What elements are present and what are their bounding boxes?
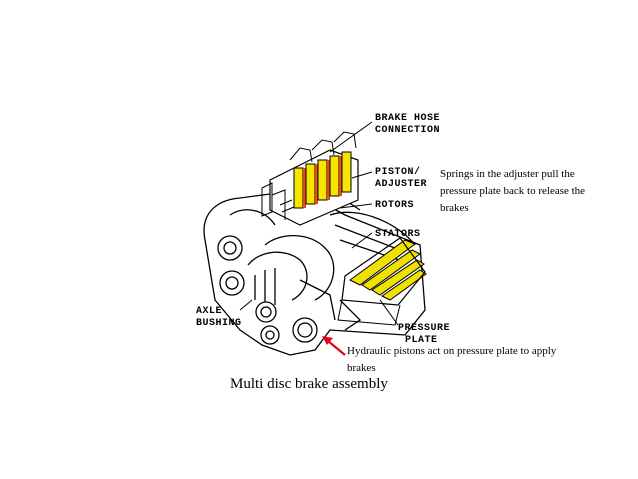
label-axle-line1: AXLE <box>196 306 222 317</box>
diagram-caption: Multi disc brake assembly <box>230 376 388 392</box>
brake-housing <box>203 189 426 356</box>
springs-callout: Springs in the adjuster pull the pressur… <box>440 168 586 214</box>
hydraulic-arrow <box>322 336 346 356</box>
stator-stack <box>337 237 427 326</box>
label-brake-hose-line2: CONNECTION <box>375 125 440 136</box>
label-pressure-line2: PLATE <box>405 335 438 346</box>
hydraulic-callout: Hydraulic pistons act on pressure plate … <box>347 345 557 374</box>
label-piston-line2: ADJUSTER <box>375 179 427 190</box>
piston-adjuster-assembly <box>261 131 359 226</box>
label-axle-line2: BUSHING <box>196 318 242 329</box>
leader-lines <box>239 121 399 326</box>
label-piston-line1: PISTON/ <box>375 166 421 178</box>
label-brake-hose-line1: BRAKE HOSE <box>375 113 440 124</box>
label-stators: STATORS <box>375 229 421 240</box>
label-pressure-line1: PRESSURE <box>398 323 450 334</box>
label-rotors: ROTORS <box>375 200 414 211</box>
piston-stack <box>293 151 352 209</box>
